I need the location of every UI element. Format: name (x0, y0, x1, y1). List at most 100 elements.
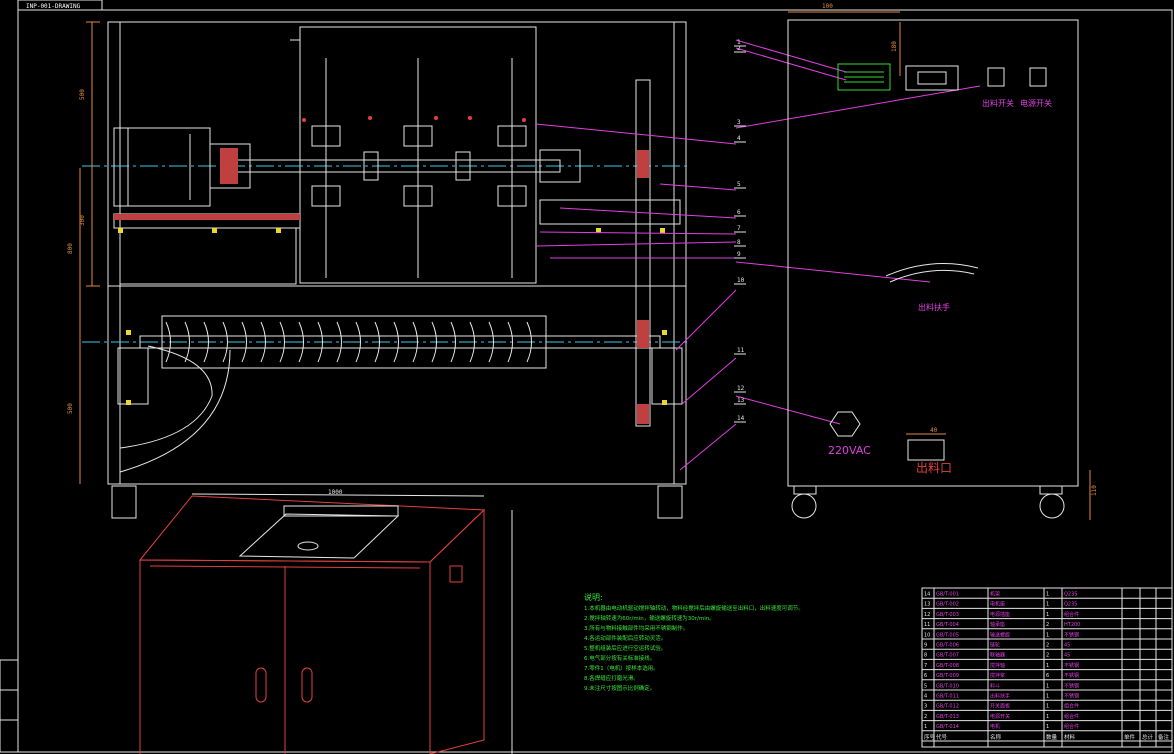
callout-label: 3 (737, 119, 741, 126)
screw-flight (393, 321, 399, 363)
bom-cell: 2 (924, 714, 927, 720)
power-switch[interactable] (1029, 67, 1047, 87)
svg-text:800: 800 (67, 243, 74, 254)
hatch-col-1 (637, 150, 649, 178)
bom-cell: Q235 (1064, 602, 1077, 608)
outlet-handle[interactable] (885, 263, 979, 277)
bom-header-cell: 单件 (1124, 733, 1136, 741)
bom-cell: 1 (1046, 612, 1049, 618)
bolt-1 (118, 228, 123, 233)
outlet-port-box (907, 439, 945, 461)
dim-caster-height: 110 (1091, 485, 1098, 496)
bom-header-cell: 序号 (924, 733, 936, 741)
label-power-switch: 电源开关 (1020, 98, 1052, 108)
outlet-chute (119, 345, 231, 473)
callout-label: 5 (737, 181, 741, 188)
screw-shaft (139, 335, 661, 349)
display-window (905, 65, 959, 91)
callout-label: 9 (737, 251, 741, 258)
door-handle-right (301, 667, 313, 703)
paddle-hub-1a (311, 125, 341, 147)
screw-flight (260, 321, 266, 363)
bolt-4 (596, 228, 601, 233)
bom-cell: 1 (1046, 683, 1049, 689)
section-hatches (114, 148, 649, 424)
bom-cell: GB/T-014 (936, 724, 959, 730)
front-dimensions (79, 21, 100, 484)
screw-flight (431, 321, 437, 363)
hatch-col-3 (637, 404, 649, 424)
label-outlet-handle: 出料扶手 (918, 302, 950, 312)
bom-cell: 搅拌轴 (990, 662, 1005, 669)
front-view (82, 21, 690, 519)
bom-cell: 6 (924, 673, 927, 679)
title-tag-box (17, 0, 103, 11)
bom-cell: 1 (1046, 592, 1049, 598)
svg-text:500: 500 (67, 403, 74, 414)
bolt-5 (660, 228, 665, 233)
bom-cell: 电机座 (990, 601, 1005, 608)
note-line: 5.整机组装后应进行空运转试验。 (584, 644, 666, 652)
bom-cell: 1 (924, 724, 927, 730)
note-line: 1.本机器由电动机驱动搅拌轴转动，物料经搅拌后由螺旋输送至出料口，出料速度可调节… (584, 604, 804, 612)
screw-flight (488, 321, 494, 363)
callout-label: 8 (737, 239, 741, 246)
screw-flight (184, 321, 190, 363)
power-socket[interactable] (829, 411, 861, 437)
bolts (118, 228, 667, 405)
bom-cell: 4 (924, 694, 927, 700)
screw-flight (165, 321, 171, 363)
outlet-switch[interactable] (987, 67, 1005, 87)
bom-cell: 45 (1064, 643, 1070, 649)
bom-cell: 11 (924, 622, 930, 628)
hatch-base (114, 214, 300, 220)
screw-flight (222, 321, 228, 363)
screw-flight (203, 321, 209, 363)
paddle-hub-2b (403, 185, 433, 207)
bom-cell: 9 (924, 643, 927, 649)
paddle-hub-3a (497, 125, 527, 147)
bom-cell: 13 (924, 602, 930, 608)
bom-cell: 链轮 (990, 642, 1000, 649)
cabinet-inner-top (149, 565, 421, 569)
coupling-2 (455, 151, 471, 181)
coupling-1 (363, 151, 379, 181)
hatch-motor (220, 148, 238, 184)
screw-support-left (117, 347, 149, 405)
callout-label: 7 (737, 225, 741, 232)
hopper (299, 26, 537, 284)
bom-cell: 1 (1046, 602, 1049, 608)
screw-flight (279, 321, 285, 363)
screw-flight (336, 321, 342, 363)
bom-cell: GB/T-003 (936, 612, 959, 618)
screw-flight (355, 321, 361, 363)
front-frame-inner (119, 21, 675, 485)
bom-cell: 7 (924, 663, 927, 669)
paddle-hub-1b (311, 185, 341, 207)
bom-cell: Q235 (1064, 592, 1077, 598)
screw-flight (374, 321, 380, 363)
bom-cell: 搅拌桨 (990, 672, 1005, 679)
caster-mount-left (793, 485, 817, 495)
isometric-cabinet (138, 495, 486, 754)
bom-cell: 联轴器 (990, 652, 1005, 659)
bom-cell: 出料扶手 (990, 693, 1010, 700)
bom-cell: 不锈钢 (1064, 682, 1079, 689)
dim-panel-height: 180 (891, 41, 898, 52)
bom-cell: 机架 (990, 591, 1000, 598)
bom-cell: GB/T-010 (936, 683, 959, 689)
bom-cell: 2 (1046, 653, 1049, 659)
bom-cell: 输送螺旋 (990, 631, 1010, 638)
caster-right (657, 485, 683, 519)
iso-dim-top (191, 493, 485, 497)
callout-label: 14 (737, 415, 745, 422)
bom-cell: 12 (924, 612, 930, 618)
caster-left (111, 485, 137, 519)
screw-flight (526, 321, 532, 363)
note-line: 2.搅拌轴转速为60r/min，输送螺旋转速为30r/min。 (584, 614, 715, 622)
screw-flight (507, 321, 513, 363)
bom-cell: 不锈钢 (1064, 631, 1079, 638)
bom-cell: GB/T-001 (936, 592, 959, 598)
